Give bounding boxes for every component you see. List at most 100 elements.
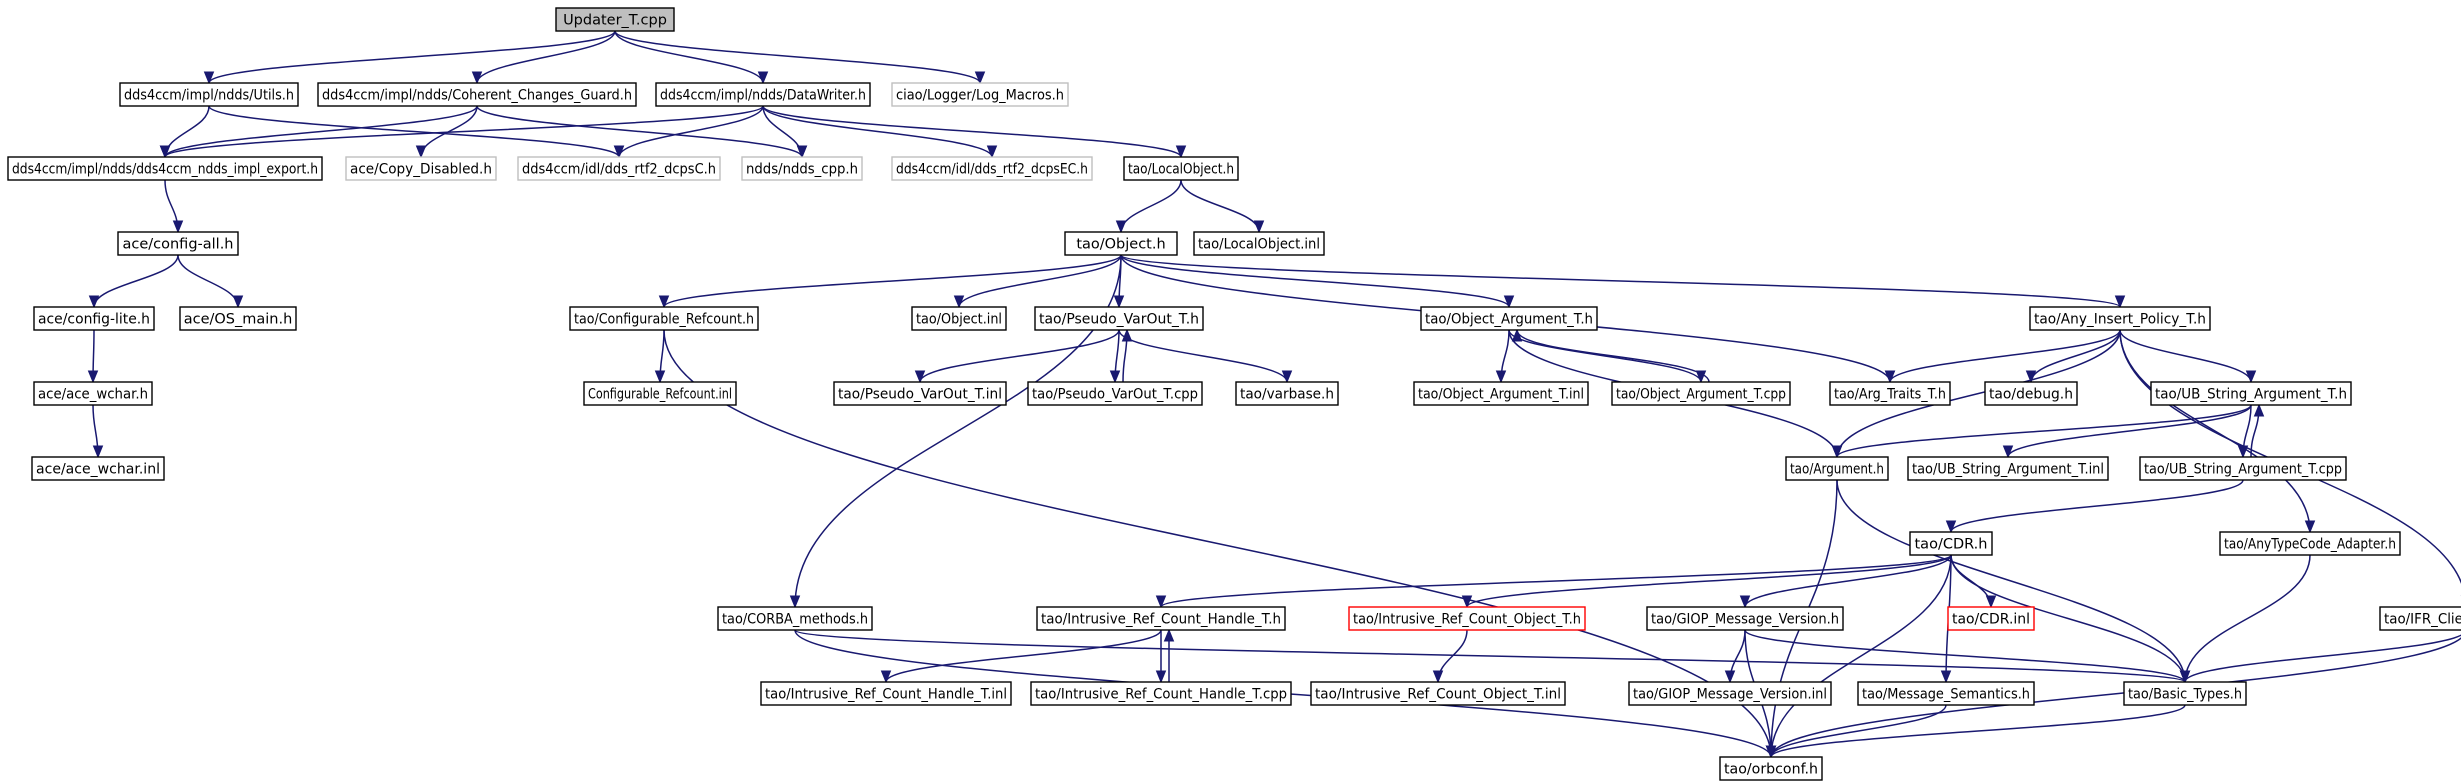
graph-node-n49[interactable]: tao/orbconf.h [1719, 756, 1823, 781]
graph-node-n28[interactable]: tao/Arg_Traits_T.h [1829, 381, 1951, 406]
graph-node-box [2219, 531, 2401, 556]
graph-node-n33[interactable]: tao/UB_String_Argument_T.inl [1907, 456, 2109, 481]
graph-node-label: tao/CDR.inl [1952, 612, 2030, 628]
graph-node-n18[interactable]: tao/Pseudo_VarOut_T.h [1034, 306, 1204, 331]
graph-node-n30[interactable]: tao/UB_String_Argument_T.h [2150, 381, 2352, 406]
graph-node-n21[interactable]: ace/ace_wchar.h [33, 381, 153, 406]
graph-node-n14[interactable]: ace/config-lite.h [33, 306, 155, 331]
graph-node-n12[interactable]: tao/Object.h [1064, 231, 1178, 256]
edge-n0-n3 [614, 30, 764, 84]
edge-arrowhead-n38-n43 [880, 670, 892, 684]
edge-arrowhead-n44-n38 [1163, 628, 1175, 642]
graph-node-n43[interactable]: tao/Intrusive_Ref_Count_Handle_T.inl [760, 681, 1012, 706]
graph-node-box [33, 306, 155, 331]
edge-arrowhead-n3-n9 [986, 145, 998, 159]
graph-node-box [760, 681, 1012, 706]
graph-node-box [891, 156, 1093, 181]
graph-node-n27[interactable]: tao/Object_Argument_T.cpp [1611, 381, 1791, 406]
edge-n1-n7 [208, 105, 620, 158]
graph-node-n23[interactable]: tao/Pseudo_VarOut_T.inl [833, 381, 1007, 406]
graph-node-box [1857, 681, 2035, 706]
graph-node-box [345, 156, 497, 181]
graph-node-box [1611, 381, 1791, 406]
graph-node-n26[interactable]: tao/Object_Argument_T.inl [1413, 381, 1589, 406]
graph-node-n45[interactable]: tao/Intrusive_Ref_Count_Object_T.inl [1310, 681, 1566, 706]
edge-arrowhead-n19-n26 [1495, 370, 1507, 384]
graph-node-label: tao/Configurable_Refcount.h [574, 312, 754, 328]
graph-node-box [1947, 606, 2035, 631]
graph-node-label: ace/config-all.h [122, 237, 233, 253]
graph-node-n47[interactable]: tao/Message_Semantics.h [1857, 681, 2035, 706]
graph-node-n44[interactable]: tao/Intrusive_Ref_Count_Handle_T.cpp [1030, 681, 1292, 706]
edge-arrowhead-n48-n49 [1765, 745, 1777, 759]
graph-node-n37[interactable]: tao/CORBA_methods.h [717, 606, 873, 631]
graph-node-box [1034, 306, 1204, 331]
graph-node-n34[interactable]: tao/UB_String_Argument_T.cpp [2139, 456, 2347, 481]
graph-node-n48[interactable]: tao/Basic_Types.h [2123, 681, 2247, 706]
graph-node-n16[interactable]: tao/Configurable_Refcount.h [569, 306, 759, 331]
graph-node-label: Updater_T.cpp [563, 13, 667, 29]
graph-node-label: dds4ccm/impl/ndds/Coherent_Changes_Guard… [322, 88, 632, 104]
graph-node-n17[interactable]: tao/Object.inl [911, 306, 1007, 331]
edge-arrowhead-n18-n24 [1109, 370, 1121, 384]
graph-node-label: ace/ace_wchar.inl [36, 462, 160, 478]
edge-n40-n48 [1744, 629, 2186, 683]
graph-node-n46[interactable]: tao/GIOP_Message_Version.inl [1628, 681, 1832, 706]
graph-node-n38[interactable]: tao/Intrusive_Ref_Count_Handle_T.h [1036, 606, 1286, 631]
graph-node-n13[interactable]: tao/LocalObject.inl [1193, 231, 1325, 256]
edge-n3-n5 [164, 105, 764, 158]
graph-node-label: tao/Arg_Traits_T.h [1834, 387, 1946, 403]
edge-n0-n4 [614, 30, 981, 84]
graph-node-n40[interactable]: tao/GIOP_Message_Version.h [1646, 606, 1844, 631]
graph-node-label: tao/Object.h [1076, 237, 1165, 253]
edge-arrowhead-n20-n36 [2304, 520, 2316, 534]
graph-node-n25[interactable]: tao/varbase.h [1235, 381, 1339, 406]
edge-arrowhead-n27-n19 [1511, 328, 1523, 342]
edge-arrowhead-n20-n30 [2245, 370, 2257, 384]
edge-arrowhead-n35-n40 [1739, 595, 1751, 609]
graph-node-box [2029, 306, 2211, 331]
graph-node-n31[interactable]: ace/ace_wchar.inl [31, 456, 165, 481]
graph-node-label: dds4ccm/impl/ndds/DataWriter.h [660, 88, 866, 104]
graph-node-n39[interactable]: tao/Intrusive_Ref_Count_Object_T.h [1348, 606, 1586, 631]
edge-n12-n19 [1120, 254, 1510, 308]
graph-node-n2[interactable]: dds4ccm/impl/ndds/Coherent_Changes_Guard… [317, 82, 637, 107]
graph-node-label: tao/GIOP_Message_Version.h [1651, 612, 1839, 628]
graph-node-box [717, 606, 873, 631]
edge-n32-n48 [1836, 479, 2186, 683]
graph-node-n1[interactable]: dds4ccm/impl/ndds/Utils.h [119, 82, 299, 107]
edge-arrowhead-n40-n46 [1724, 670, 1736, 684]
graph-node-n5[interactable]: dds4ccm/impl/ndds/dds4ccm_ndds_impl_expo… [7, 156, 323, 181]
graph-node-n3[interactable]: dds4ccm/impl/ndds/DataWriter.h [655, 82, 871, 107]
edge-n48-n49 [1770, 704, 2186, 758]
graph-node-box [583, 381, 737, 406]
graph-node-n42[interactable]: tao/IFR_Client_Adapter.h [2379, 606, 2461, 631]
graph-node-box [1628, 681, 1832, 706]
edge-arrowhead-n10-n13 [1253, 220, 1265, 234]
edge-n0-n1 [208, 30, 616, 84]
graph-node-n24[interactable]: tao/Pseudo_VarOut_T.cpp [1027, 381, 1203, 406]
edge-n12-n20 [1120, 254, 2121, 308]
graph-node-label: ciao/Logger/Log_Macros.h [896, 88, 1064, 104]
graph-node-n36[interactable]: tao/AnyTypeCode_Adapter.h [2219, 531, 2401, 556]
graph-node-n20[interactable]: tao/Any_Insert_Policy_T.h [2029, 306, 2211, 331]
edge-n19-n27 [1508, 329, 1702, 383]
edge-n2-n5 [164, 105, 478, 158]
edge-arrowhead-n35-n38 [1155, 595, 1167, 609]
graph-node-n22[interactable]: Configurable_Refcount.inl [583, 381, 737, 406]
graph-node-n41[interactable]: tao/CDR.inl [1947, 606, 2035, 631]
graph-node-n35[interactable]: tao/CDR.h [1909, 531, 1993, 556]
graph-node-n10[interactable]: tao/LocalObject.h [1123, 156, 1239, 181]
graph-node-n15[interactable]: ace/OS_main.h [179, 306, 297, 331]
graph-node-label: dds4ccm/idl/dds_rtf2_dcpsEC.h [896, 162, 1088, 178]
graph-node-label: ace/OS_main.h [184, 312, 293, 328]
graph-node-label: tao/UB_String_Argument_T.cpp [2144, 462, 2342, 478]
edge-arrowhead-n20-n28 [1884, 370, 1896, 384]
graph-node-n11[interactable]: ace/config-all.h [117, 231, 239, 256]
graph-node-n19[interactable]: tao/Object_Argument_T.h [1420, 306, 1598, 331]
graph-node-label: tao/debug.h [1989, 387, 2073, 403]
graph-node-n32[interactable]: tao/Argument.h [1785, 456, 1889, 481]
graph-node-label: tao/Pseudo_VarOut_T.cpp [1032, 387, 1198, 403]
graph-node-n29[interactable]: tao/debug.h [1984, 381, 2078, 406]
